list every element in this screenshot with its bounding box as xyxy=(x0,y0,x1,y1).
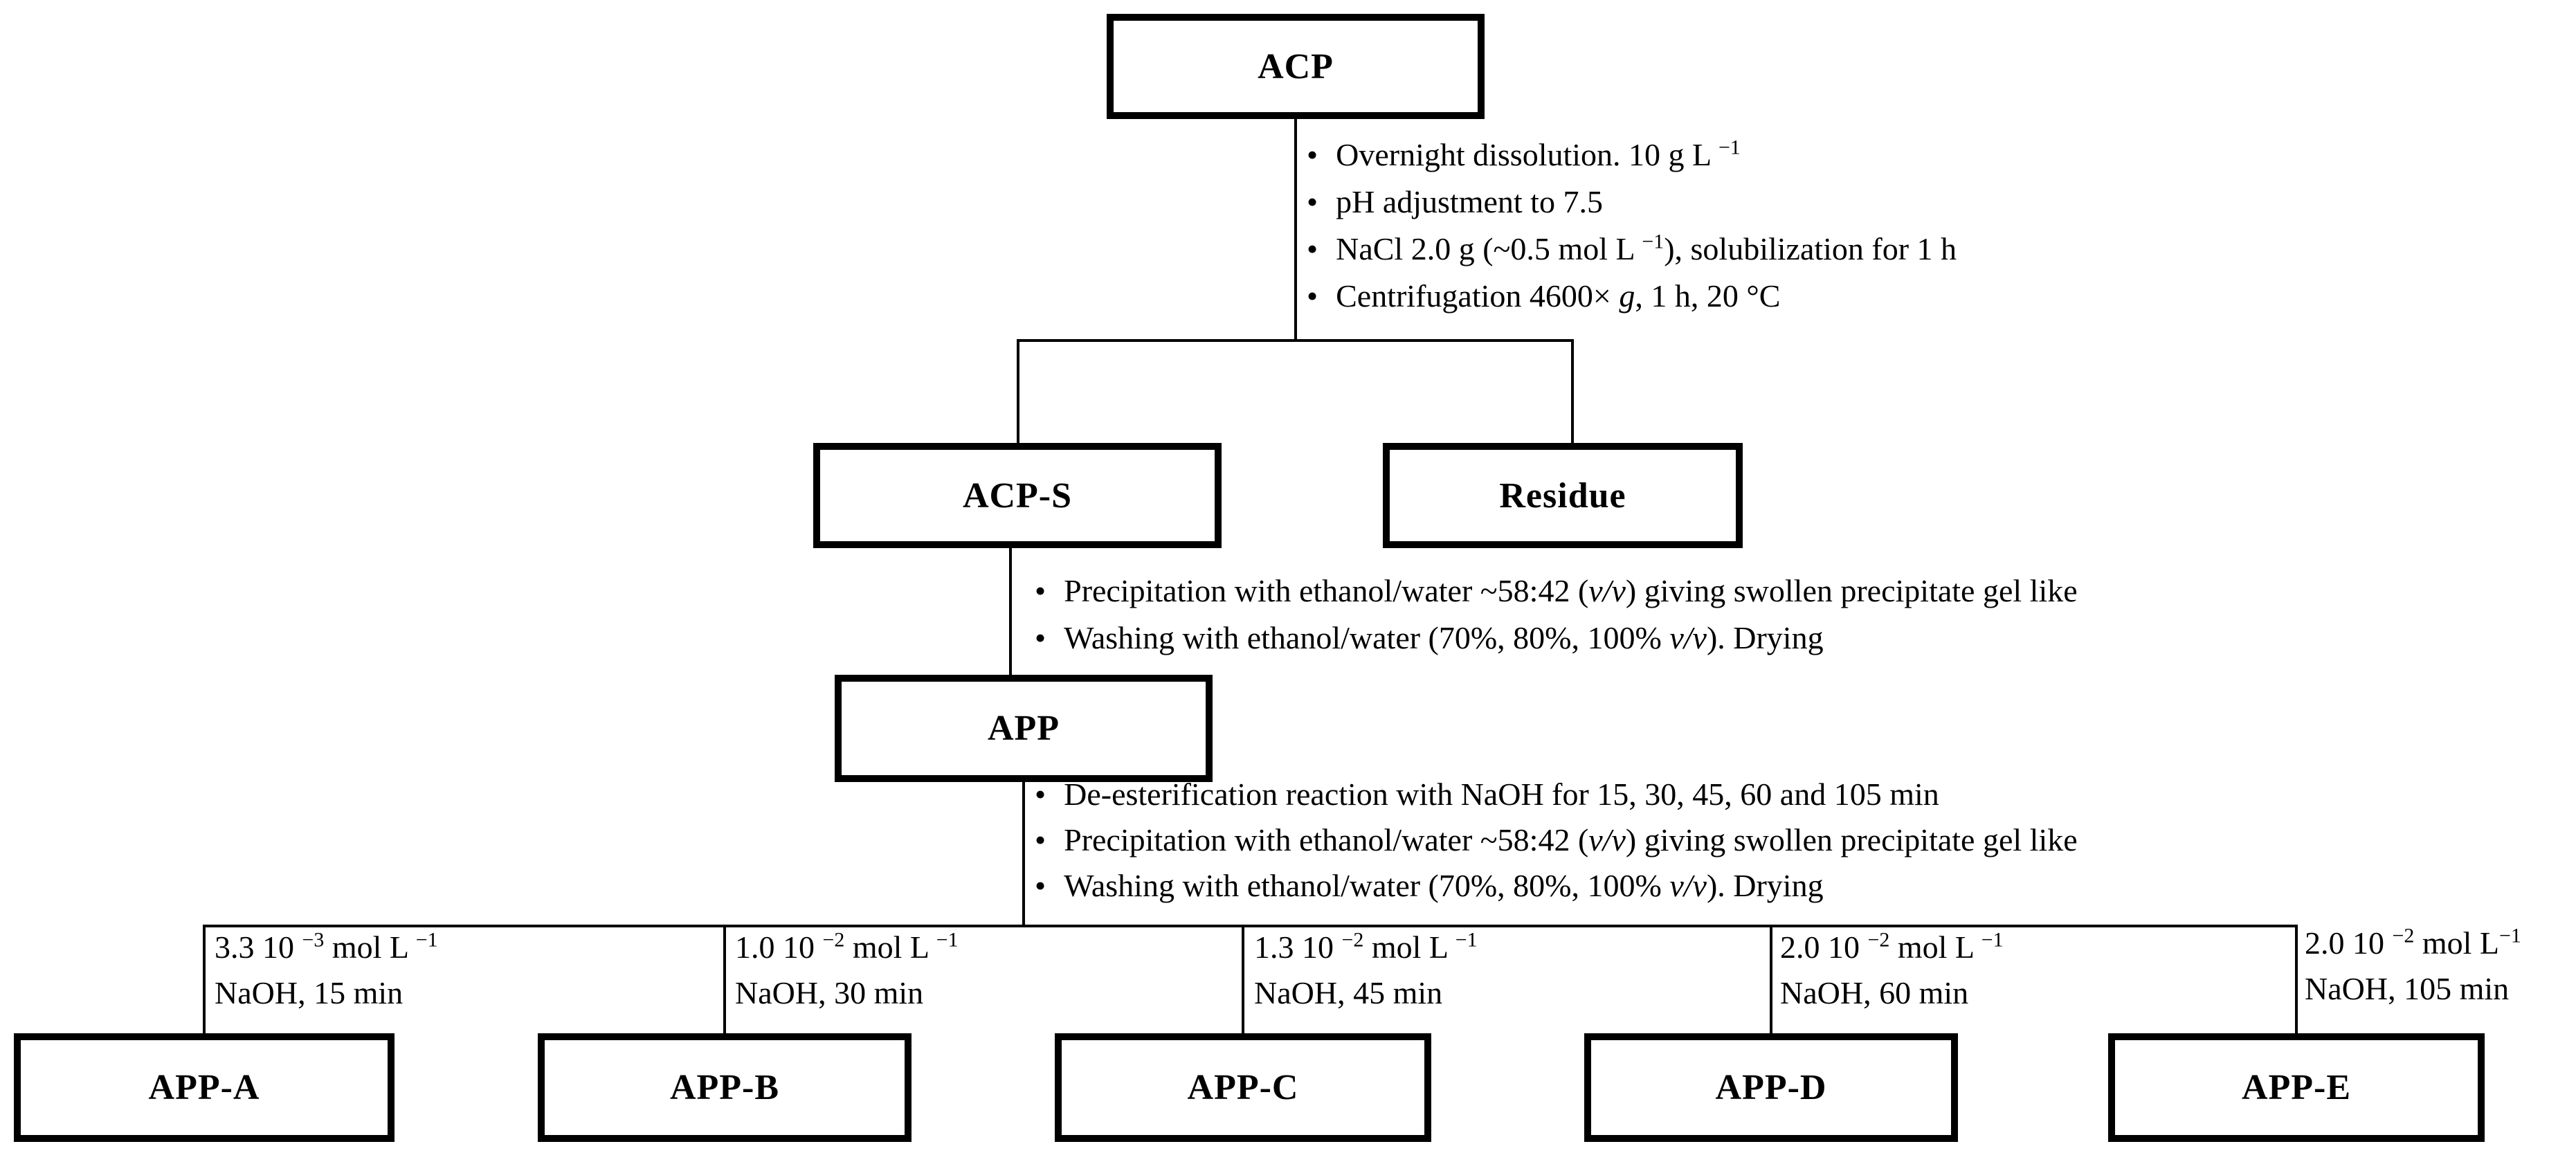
step-text: pH adjustment to 7.5 xyxy=(1336,184,1603,219)
process-step: • Washing with ethanol/water (70%, 80%, … xyxy=(1035,863,2078,909)
process-step: • NaCl 2.0 g (~0.5 mol L −1), solubiliza… xyxy=(1307,226,1957,273)
naoh-concentration: 3.3 10 −3 mol L −1 xyxy=(215,928,438,965)
bullet-marker: • xyxy=(1035,573,1046,608)
node-acp: ACP xyxy=(1107,14,1485,119)
node-app-a-label: APP-A xyxy=(148,1068,260,1107)
process-step: • pH adjustment to 7.5 xyxy=(1307,179,1957,226)
step-text: Precipitation with ethanol/water ~58:42 … xyxy=(1064,822,2078,857)
connector-split-to-acps xyxy=(1017,339,1019,444)
node-residue: Residue xyxy=(1383,443,1743,548)
branch-label-app-d: 2.0 10 −2 mol L −1 NaOH, 60 min xyxy=(1780,925,2004,1016)
bullet-marker: • xyxy=(1035,868,1046,903)
connector-branch-to-app-d xyxy=(1770,925,1772,1034)
bullet-marker: • xyxy=(1307,184,1318,219)
branch-label-app-a: 3.3 10 −3 mol L −1 NaOH, 15 min xyxy=(215,925,438,1016)
node-app: APP xyxy=(835,675,1213,782)
branch-label-app-c: 1.3 10 −2 mol L −1 NaOH, 45 min xyxy=(1254,925,1478,1016)
naoh-concentration: 1.0 10 −2 mol L −1 xyxy=(735,928,959,965)
naoh-condition: NaOH, 30 min xyxy=(735,975,924,1010)
app-process-steps: • De-esterification reaction with NaOH f… xyxy=(1035,772,2078,909)
node-acp-s: ACP-S xyxy=(813,443,1222,548)
connector-split-to-residue xyxy=(1571,339,1574,444)
node-app-c: APP-C xyxy=(1055,1033,1431,1142)
connector-acps-to-app xyxy=(1009,548,1012,676)
node-app-c-label: APP-C xyxy=(1187,1068,1299,1107)
process-step: • De-esterification reaction with NaOH f… xyxy=(1035,772,2078,817)
node-acp-s-label: ACP-S xyxy=(962,475,1073,516)
process-step: • Washing with ethanol/water (70%, 80%, … xyxy=(1035,615,2078,662)
step-text: Washing with ethanol/water (70%, 80%, 10… xyxy=(1064,620,1824,655)
node-residue-label: Residue xyxy=(1499,475,1626,516)
step-text: De-esterification reaction with NaOH for… xyxy=(1064,777,1939,812)
process-step: • Centrifugation 4600× g, 1 h, 20 °C xyxy=(1307,273,1957,320)
naoh-concentration: 1.3 10 −2 mol L −1 xyxy=(1254,928,1478,965)
node-app-b-label: APP-B xyxy=(669,1068,780,1107)
process-step: • Overnight dissolution. 10 g L −1 xyxy=(1307,131,1957,179)
naoh-concentration: 2.0 10 −2 mol L −1 xyxy=(1780,928,2004,965)
step-text: Overnight dissolution. 10 g L −1 xyxy=(1336,136,1741,172)
node-app-e: APP-E xyxy=(2108,1033,2485,1142)
branch-label-app-e: 2.0 10 −2 mol L−1 NaOH, 105 min xyxy=(2305,920,2521,1012)
process-step: • Precipitation with ethanol/water ~58:4… xyxy=(1035,817,2078,863)
naoh-condition: NaOH, 45 min xyxy=(1254,975,1443,1010)
acps-process-steps: • Precipitation with ethanol/water ~58:4… xyxy=(1035,568,2078,662)
connector-acp-down xyxy=(1294,119,1297,342)
node-app-label: APP xyxy=(987,709,1060,748)
connector-app-down xyxy=(1022,782,1025,926)
connector-branch-horizontal xyxy=(203,925,2298,927)
bullet-marker: • xyxy=(1035,822,1046,857)
bullet-marker: • xyxy=(1307,278,1318,314)
branch-label-app-b: 1.0 10 −2 mol L −1 NaOH, 30 min xyxy=(735,925,959,1016)
process-step: • Precipitation with ethanol/water ~58:4… xyxy=(1035,568,2078,615)
step-text: Centrifugation 4600× g, 1 h, 20 °C xyxy=(1336,278,1781,314)
naoh-concentration: 2.0 10 −2 mol L−1 xyxy=(2305,924,2521,961)
node-app-a: APP-A xyxy=(14,1033,394,1142)
step-text: Precipitation with ethanol/water ~58:42 … xyxy=(1064,573,2078,608)
step-text: Washing with ethanol/water (70%, 80%, 10… xyxy=(1064,868,1824,903)
node-app-d-label: APP-D xyxy=(1715,1068,1827,1107)
bullet-marker: • xyxy=(1307,137,1318,172)
connector-branch-to-app-e xyxy=(2295,925,2298,1034)
connector-branch-to-app-b xyxy=(723,925,726,1034)
node-acp-label: ACP xyxy=(1258,46,1334,87)
node-app-e-label: APP-E xyxy=(2241,1068,2352,1107)
bullet-marker: • xyxy=(1035,777,1046,812)
connector-branch-to-app-c xyxy=(1242,925,1244,1034)
connector-split-horizontal xyxy=(1017,339,1574,342)
node-app-b: APP-B xyxy=(538,1033,911,1142)
node-app-d: APP-D xyxy=(1584,1033,1958,1142)
naoh-condition: NaOH, 15 min xyxy=(215,975,403,1010)
bullet-marker: • xyxy=(1307,231,1318,266)
naoh-condition: NaOH, 60 min xyxy=(1780,975,1969,1010)
acp-process-steps: • Overnight dissolution. 10 g L −1 • pH … xyxy=(1307,131,1957,320)
naoh-condition: NaOH, 105 min xyxy=(2305,971,2510,1006)
bullet-marker: • xyxy=(1035,620,1046,655)
connector-branch-to-app-a xyxy=(203,925,206,1034)
step-text: NaCl 2.0 g (~0.5 mol L −1), solubilizati… xyxy=(1336,230,1957,266)
